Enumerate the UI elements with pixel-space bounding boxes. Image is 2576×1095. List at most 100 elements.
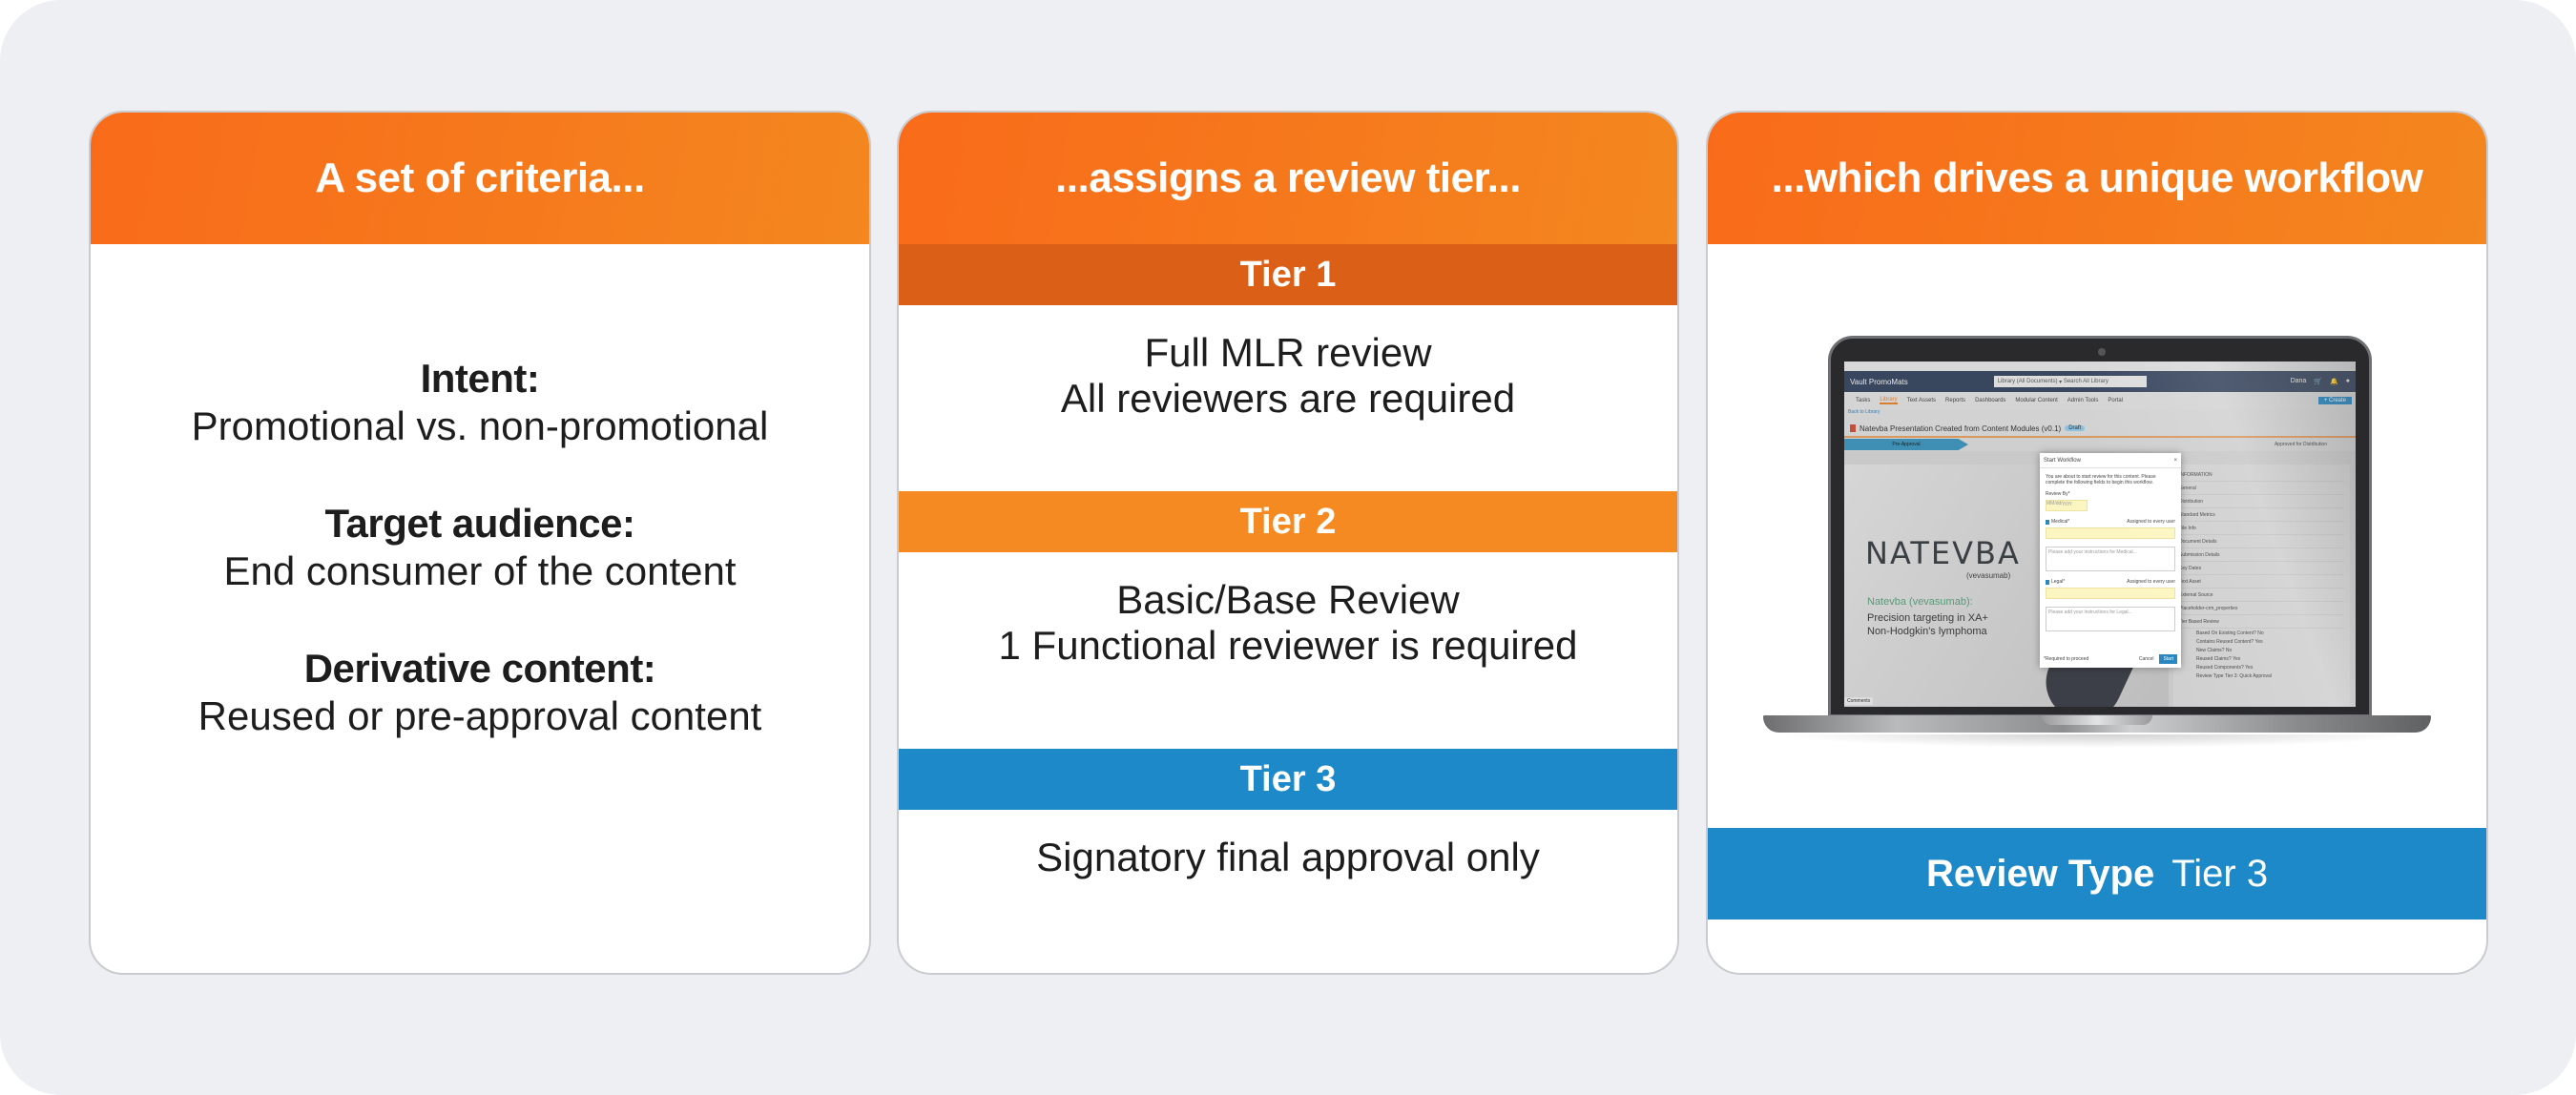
field-label: Based On Existing Content? <box>2196 630 2256 636</box>
review-type-label: Review Type <box>1925 852 2155 895</box>
review-by-label: Review By* <box>2046 491 2070 497</box>
review-tier-card-header: ...assigns a review tier... <box>899 113 1677 244</box>
modal-body: You are about to start review for this c… <box>2040 468 2181 645</box>
review-type-value: Tier 3 <box>2171 852 2269 895</box>
tab-library[interactable]: Library <box>1880 397 1898 404</box>
info-section[interactable]: File Info <box>2179 522 2344 535</box>
info-section[interactable]: Key Dates <box>2179 562 2344 575</box>
medical-assign-text: Assigned to every user <box>2127 519 2175 525</box>
legal-label: Legal* <box>2051 579 2066 585</box>
info-panel-title: INFORMATION <box>2179 468 2344 482</box>
tab-reports[interactable]: Reports <box>1945 398 1966 403</box>
tier-3-description: Signatory final approval only <box>899 810 1677 962</box>
modal-title: Start Workflow <box>2044 457 2081 464</box>
review-type-bar: Review Type Tier 3 <box>1708 828 2486 919</box>
laptop-screen: Vault PromoMats Library (All Documents) … <box>1844 362 2356 707</box>
info-section[interactable]: Placeholder-crm_properties <box>2179 602 2344 615</box>
user-menu[interactable]: Dana <box>2290 378 2307 384</box>
cancel-button[interactable]: Cancel <box>2138 656 2154 662</box>
legal-label-row: Legal* Assigned to every user <box>2046 579 2175 585</box>
checkbox-icon[interactable] <box>2046 579 2049 585</box>
lifecycle-bar: Pre-Approval Approved for Distribution <box>1844 438 2356 451</box>
medical-label: Medical* <box>2051 519 2070 525</box>
tagline-line: Non-Hodgkin's lymphoma <box>1867 626 1987 637</box>
workflow-card: ...which drives a unique workflow Vault … <box>1706 111 2488 975</box>
date-placeholder: MM/dd/yyyy <box>2046 501 2072 506</box>
field-value: No <box>2225 647 2233 653</box>
tier-2-description: Basic/Base Review 1 Functional reviewer … <box>899 552 1677 749</box>
comments-tab[interactable]: Comments <box>1844 697 1874 705</box>
tier-2-line: 1 Functional reviewer is required <box>998 623 1578 668</box>
pdf-icon <box>1850 424 1856 432</box>
tab-text-assets[interactable]: Text Assets <box>1906 398 1937 403</box>
criterion-derivative-content: Derivative content: Reused or pre-approv… <box>91 645 869 740</box>
criterion-target-audience: Target audience: End consumer of the con… <box>91 500 869 595</box>
field-label: Review Type <box>2196 672 2224 679</box>
tier-3-line: Signatory final approval only <box>1036 835 1540 879</box>
search-scope[interactable]: Library (All Documents) <box>1997 379 2058 384</box>
start-button[interactable]: Start <box>2159 654 2177 664</box>
close-icon[interactable]: × <box>2173 457 2177 464</box>
info-section-tier-review[interactable]: Tier Based Review <box>2179 615 2344 629</box>
field-value: No <box>2257 630 2264 636</box>
tab-admin-tools[interactable]: Admin Tools <box>2067 398 2099 403</box>
info-section[interactable]: Document Details <box>2179 535 2344 548</box>
legal-assign-text: Assigned to every user <box>2127 579 2175 585</box>
status-badge[interactable]: Draft <box>2065 425 2086 431</box>
criterion-description: End consumer of the content <box>223 548 737 593</box>
tab-modular-content[interactable]: Modular Content <box>2015 398 2058 403</box>
criterion-intent: Intent: Promotional vs. non-promotional <box>91 355 869 450</box>
info-field: Reused Components? Yes <box>2179 663 2344 671</box>
tab-portal[interactable]: Portal <box>2108 398 2124 403</box>
info-section[interactable]: External Source <box>2179 589 2344 602</box>
info-section[interactable]: Standard Metrics <box>2179 508 2344 522</box>
info-field-review-type: Review Type Tier 3: Quick Approval <box>2179 671 2344 680</box>
field-label: Contains Reused Content? <box>2196 638 2254 645</box>
document-tagline-body: Precision targeting in XA+ Non-Hodgkin's… <box>1867 611 1988 638</box>
info-field: Reused Claims? Yes <box>2179 654 2344 663</box>
avatar-icon[interactable]: ● <box>2345 378 2350 384</box>
tab-tasks[interactable]: Tasks <box>1856 398 1871 403</box>
modal-intro: You are about to start review for this c… <box>2046 474 2156 486</box>
legal-instructions-textarea[interactable]: Please add your instructions for Legal..… <box>2046 607 2175 631</box>
tier-1-line: Full MLR review <box>1144 330 1432 375</box>
criteria-card: A set of criteria... Intent: Promotional… <box>89 111 871 975</box>
document-brand: NATEVBA <box>1865 535 2021 571</box>
info-section[interactable]: General <box>2179 482 2344 495</box>
tab-dashboards[interactable]: Dashboards <box>1975 398 2006 403</box>
review-by-date-input[interactable]: MM/dd/yyyy <box>2046 500 2088 511</box>
breadcrumb[interactable]: Back to Library <box>1844 409 2356 421</box>
navbar-right: Dana 🛒 🔔 ● <box>2291 378 2350 385</box>
info-field: Based On Existing Content? No <box>2179 629 2344 637</box>
legal-select[interactable] <box>2046 588 2175 599</box>
info-section[interactable]: Distribution <box>2179 495 2344 508</box>
info-section[interactable]: Text Asset <box>2179 575 2344 589</box>
field-value: Tier 3: Quick Approval <box>2224 672 2272 679</box>
app-navbar: Vault PromoMats Library (All Documents) … <box>1844 371 2356 392</box>
lifecycle-stage-pre-approval: Pre-Approval <box>1844 439 1968 450</box>
screen-top-strip <box>1844 362 2356 371</box>
medical-instructions-textarea[interactable]: Please add your instructions for Medical… <box>2046 547 2175 571</box>
medical-select[interactable] <box>2046 527 2175 539</box>
criteria-list: Intent: Promotional vs. non-promotional … <box>91 355 869 790</box>
document-tagline: Natevba (vevasumab): <box>1867 596 1973 608</box>
tier-2-band: Tier 2 <box>899 491 1677 552</box>
tier-3-band: Tier 3 <box>899 749 1677 810</box>
field-value: Yes <box>2245 664 2254 671</box>
info-section[interactable]: Submission Details <box>2179 548 2344 562</box>
criteria-card-header: A set of criteria... <box>91 113 869 244</box>
modal-header: Start Workflow × <box>2040 453 2181 468</box>
bell-icon[interactable]: 🔔 <box>2330 379 2338 385</box>
search-placeholder: Search All Library <box>2063 379 2109 384</box>
document-title: Natevba Presentation Created from Conten… <box>1859 424 2062 433</box>
checkbox-icon[interactable] <box>2046 519 2049 525</box>
cart-icon[interactable]: 🛒 <box>2314 379 2323 385</box>
laptop-notch <box>2042 715 2152 725</box>
field-label: Reused Components? <box>2196 664 2244 671</box>
create-button[interactable]: + Create <box>2317 397 2352 404</box>
search-input[interactable]: Library (All Documents) ▾ Search All Lib… <box>1993 376 2147 387</box>
document-brand-sub: (vevasumab) <box>1966 571 2011 580</box>
tier-1-line: All reviewers are required <box>1060 376 1516 421</box>
laptop-lid: Vault PromoMats Library (All Documents) … <box>1828 336 2372 717</box>
